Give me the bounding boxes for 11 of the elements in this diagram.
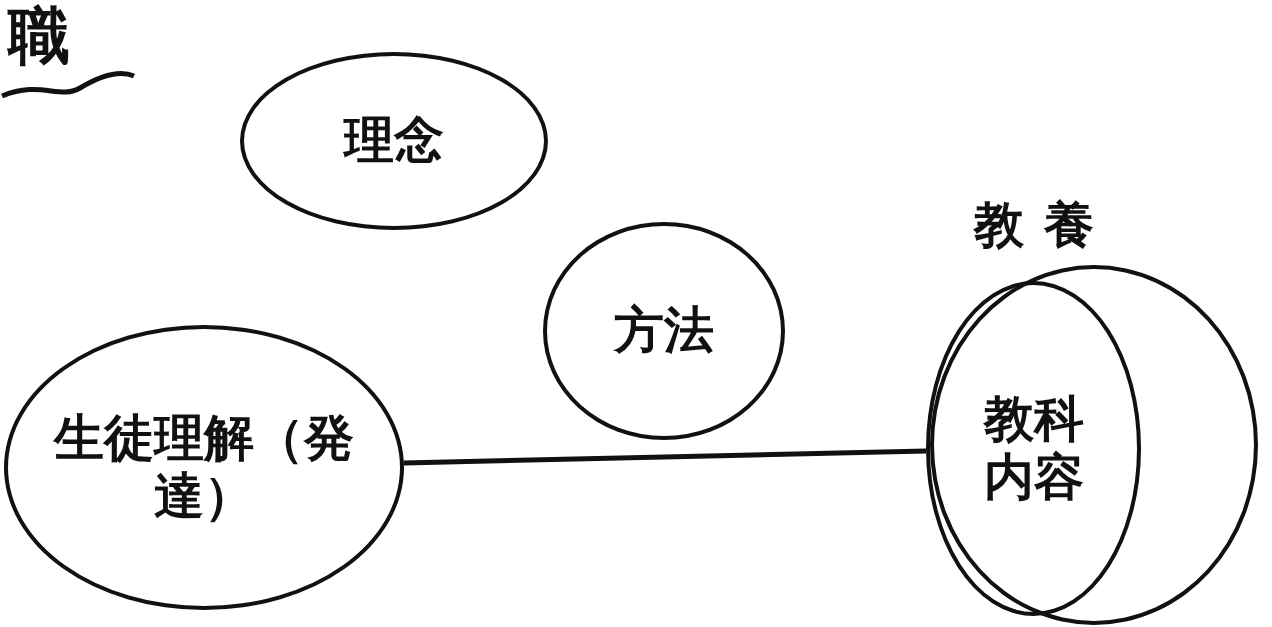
ellipse-node <box>543 222 785 440</box>
ellipse-node <box>4 325 404 610</box>
node-text: 生徒理解（発達） <box>52 410 355 525</box>
connector-line <box>403 448 927 466</box>
corner-text: 職 <box>8 0 70 72</box>
node-text: 教科内容 <box>982 391 1085 506</box>
ellipse-node <box>926 281 1141 616</box>
node-text: 方法 <box>612 302 715 360</box>
ellipse-node <box>240 52 548 230</box>
heading-text: 教養 <box>974 197 1114 255</box>
node-text: 理念 <box>342 112 445 170</box>
